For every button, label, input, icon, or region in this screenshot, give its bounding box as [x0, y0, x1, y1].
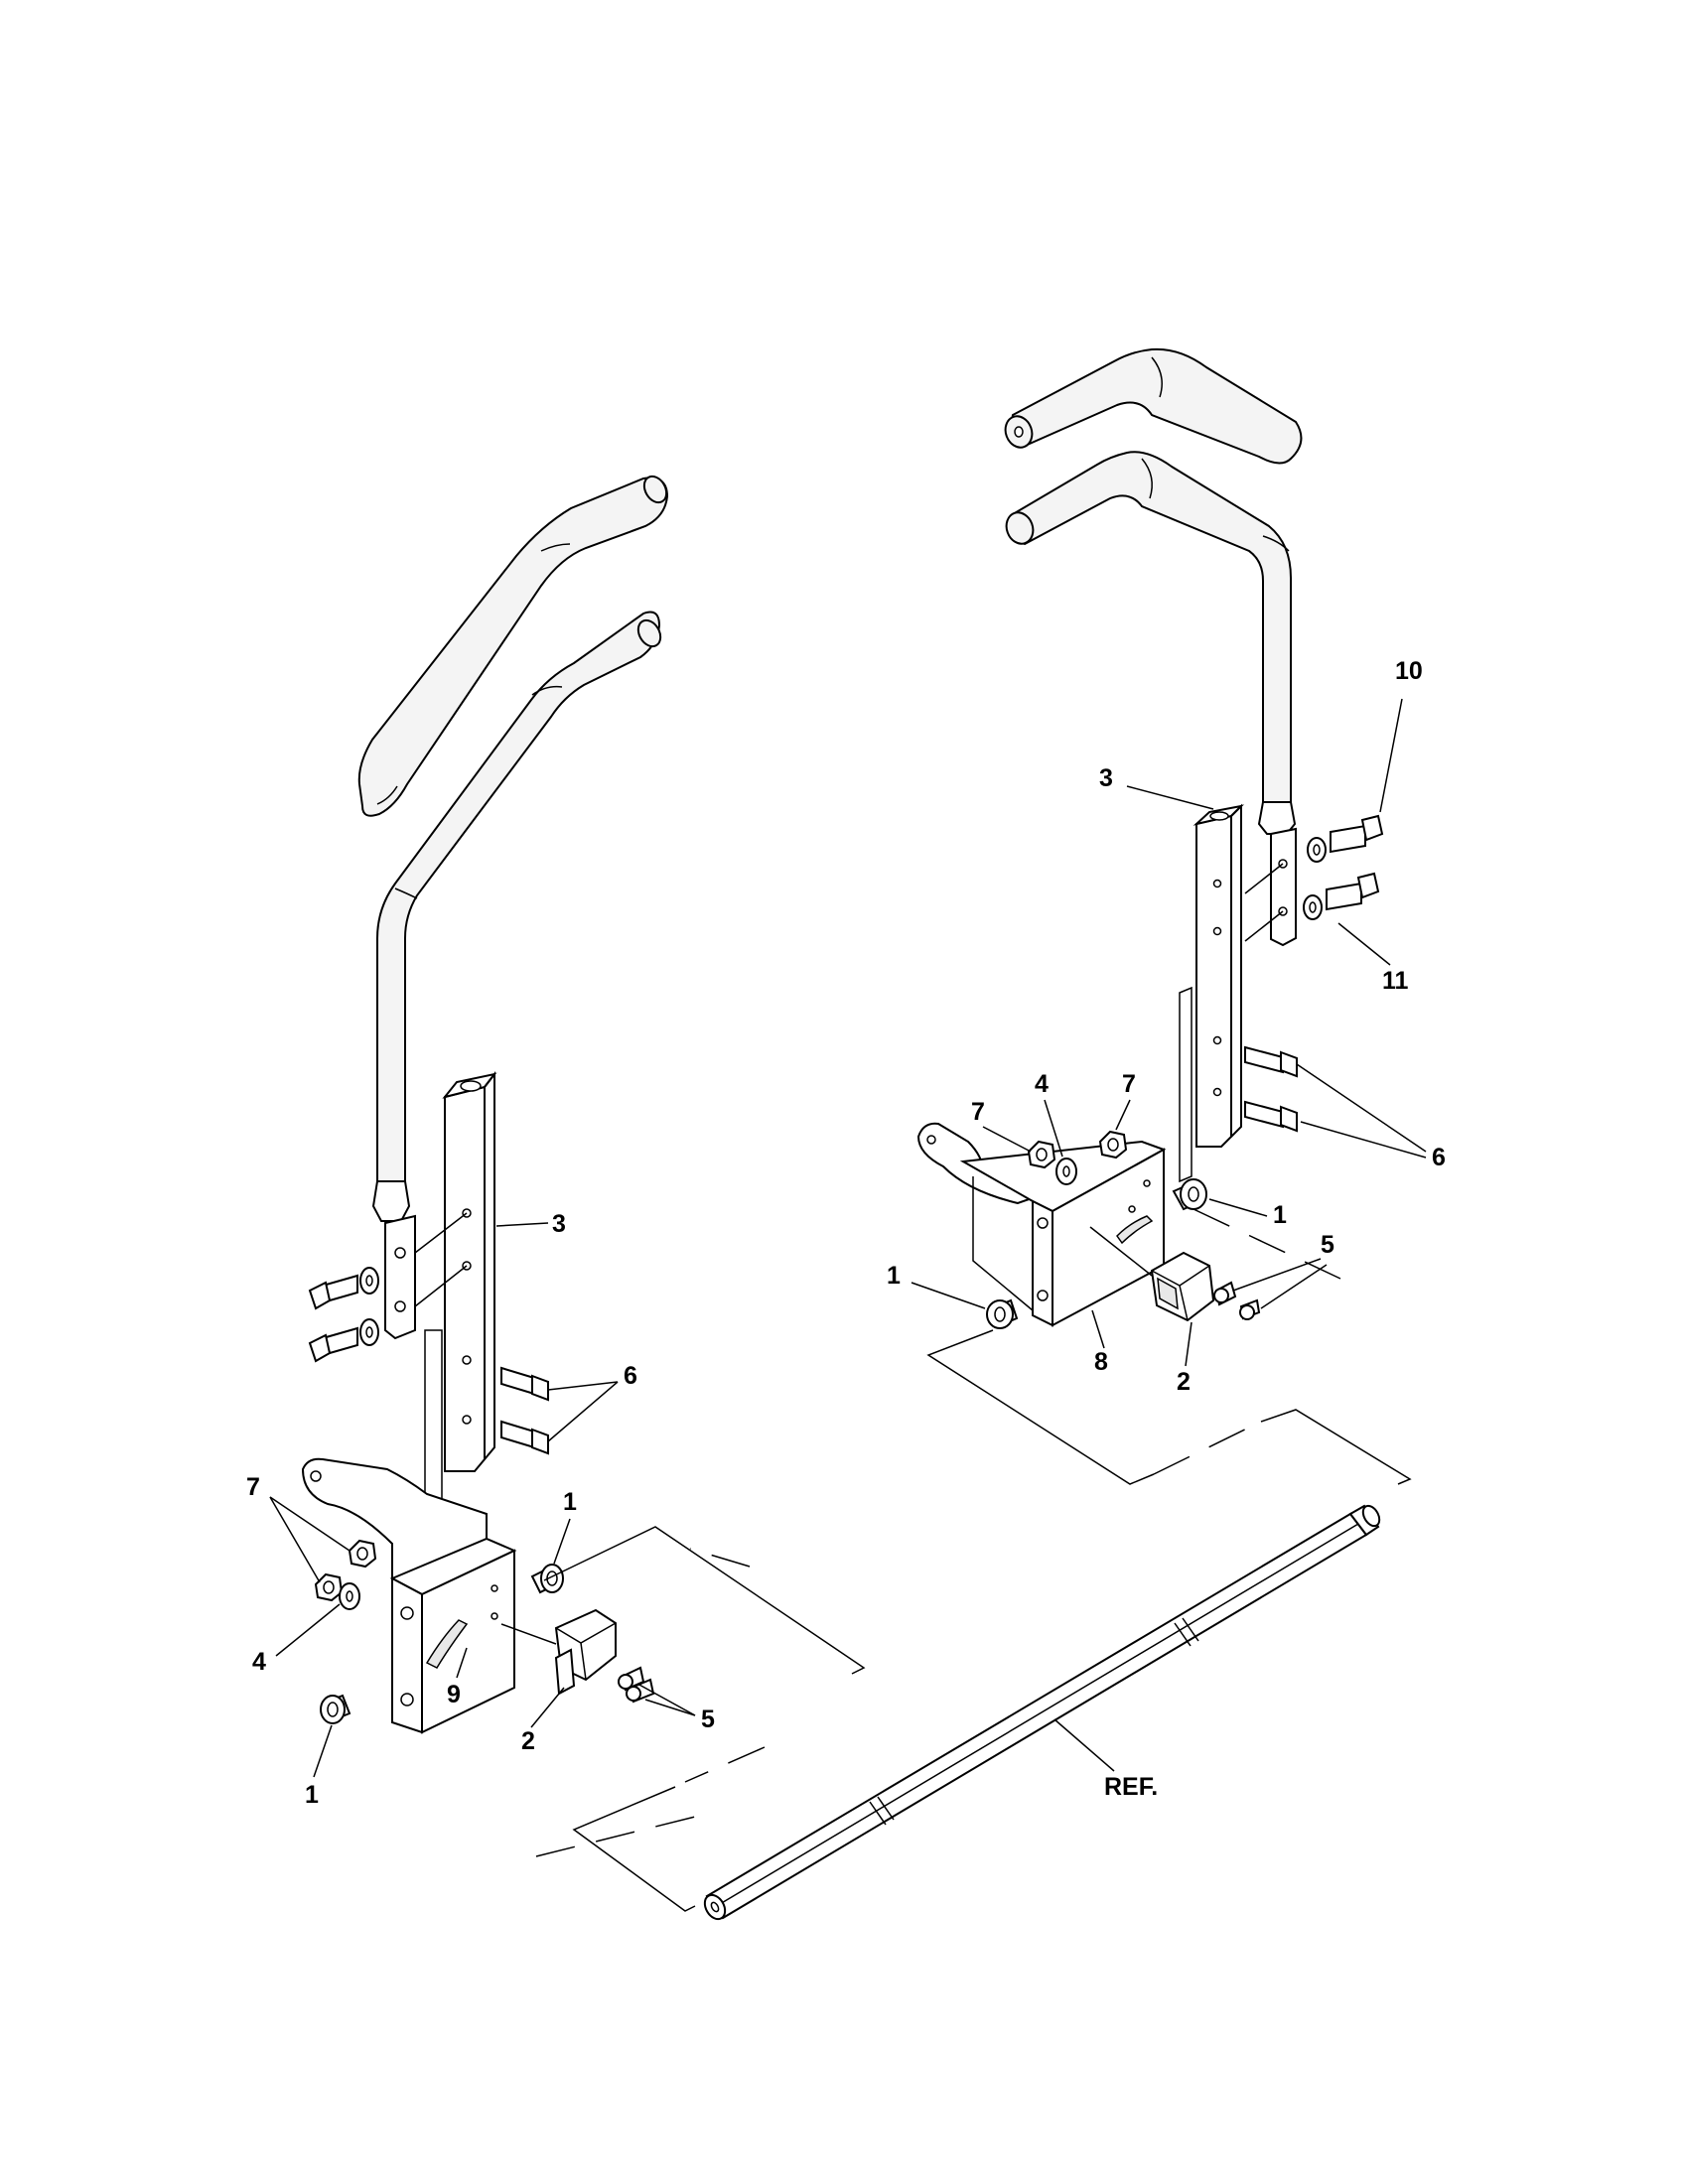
- right-bolt-upper: [1307, 814, 1384, 863]
- left-bushing-lower: [320, 1694, 351, 1724]
- right-control-arm: [1193, 803, 1244, 1148]
- callout-ref: REF.: [1104, 1773, 1158, 1801]
- callout-left-6: 6: [624, 1362, 637, 1390]
- right-bushing-lower: [986, 1298, 1019, 1329]
- left-handle-front: [371, 611, 662, 1222]
- right-screws: [1213, 1281, 1261, 1320]
- left-nut-upper: [348, 1539, 377, 1569]
- callout-right-10: 10: [1395, 657, 1423, 685]
- right-handle-flat-bar: [1270, 827, 1297, 947]
- callout-right-7a: 7: [971, 1098, 985, 1126]
- left-handle-rear: [357, 475, 669, 817]
- right-handle-front: [1005, 451, 1297, 835]
- callout-left-2: 2: [521, 1727, 535, 1755]
- callout-right-1b: 1: [887, 1262, 901, 1290]
- left-washer: [339, 1582, 360, 1610]
- callout-left-1a: 1: [563, 1488, 577, 1516]
- callout-right-3: 3: [1099, 764, 1113, 792]
- right-handle-rear: [1004, 347, 1303, 465]
- right-bushing-upper: [1172, 1178, 1207, 1211]
- right-handle-assembly: 10 3 11 7 4 7 6 1 5 1 8 2: [887, 347, 1446, 1485]
- right-block: [1089, 1226, 1215, 1322]
- left-arm-bolt-upper: [500, 1366, 549, 1402]
- left-nut-lower: [314, 1572, 344, 1602]
- right-arm-bolt-lower: [1244, 1100, 1298, 1133]
- callout-right-11: 11: [1382, 967, 1409, 995]
- shaft-ref: REF.: [703, 1504, 1381, 1921]
- callout-right-2: 2: [1177, 1368, 1191, 1396]
- left-screws: [618, 1666, 655, 1704]
- left-control-arm: [442, 1071, 497, 1472]
- callout-right-1a: 1: [1273, 1201, 1287, 1229]
- right-nut-right: [1098, 1130, 1128, 1160]
- callout-right-6: 6: [1432, 1144, 1446, 1171]
- right-arm-stem: [1179, 986, 1193, 1183]
- callout-right-5: 5: [1321, 1231, 1334, 1259]
- left-bracket: [301, 1457, 517, 1734]
- callout-left-4: 4: [252, 1648, 266, 1676]
- left-arm-bolt-lower: [500, 1420, 549, 1455]
- right-washer: [1055, 1158, 1077, 1185]
- callout-left-3: 3: [552, 1210, 566, 1238]
- callout-left-7: 7: [246, 1473, 260, 1501]
- callout-left-5: 5: [701, 1706, 715, 1733]
- right-nut-left: [1027, 1140, 1056, 1169]
- callout-left-1b: 1: [305, 1781, 319, 1809]
- left-handle-assembly: 3 6 7 4 1 1 9 2 5: [246, 475, 866, 1912]
- callout-right-4: 4: [1035, 1070, 1049, 1098]
- left-handle-bolt-upper: [308, 1267, 379, 1310]
- callout-right-7b: 7: [1122, 1070, 1136, 1098]
- callout-left-9: 9: [447, 1681, 461, 1708]
- left-handle-flat-bar: [384, 1214, 416, 1340]
- right-arm-bolt-upper: [1244, 1045, 1298, 1078]
- left-handle-bolt-lower: [308, 1318, 379, 1363]
- left-block: [500, 1608, 617, 1696]
- right-bolt-lower: [1303, 872, 1380, 920]
- callout-right-8: 8: [1094, 1348, 1108, 1376]
